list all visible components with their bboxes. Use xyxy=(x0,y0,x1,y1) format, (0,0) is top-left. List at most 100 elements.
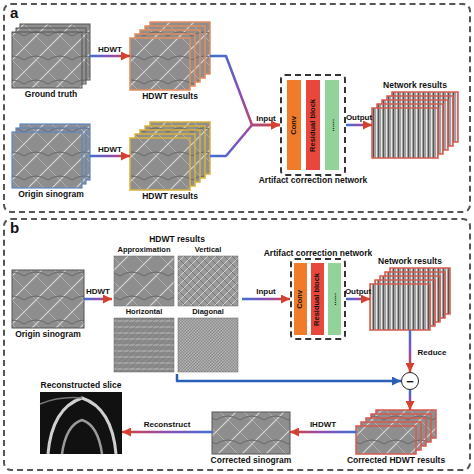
edge-label: Output xyxy=(346,113,372,122)
node-label: − xyxy=(406,375,414,388)
edge-label: HDWT xyxy=(98,145,122,154)
sinogram-card xyxy=(12,132,82,188)
sinogram-card xyxy=(12,32,82,88)
edge-label: HDWT xyxy=(98,45,122,54)
layer-bar: Residual block xyxy=(311,263,324,335)
edge-label: IHDWT xyxy=(310,420,336,429)
hdwt-stack xyxy=(130,122,210,190)
ground-truth-stack xyxy=(12,24,90,88)
network-results-stack xyxy=(370,268,450,330)
image-box: Reconstructed slice xyxy=(40,392,122,454)
node-label: Reconstructed slice xyxy=(41,381,122,390)
origin-sinogram-stack xyxy=(12,124,90,188)
flow-arrow xyxy=(84,298,112,301)
flow-arrow xyxy=(242,298,290,301)
image-stack: Corrected HDWT results xyxy=(356,410,436,454)
node-label: Horizontal xyxy=(126,308,163,316)
corrected-hdwt-stack xyxy=(356,410,436,454)
diagonal-image xyxy=(178,318,238,372)
subband-card xyxy=(130,38,190,90)
panel: aGround truthHDWT resultsOrigin sinogram… xyxy=(3,3,471,213)
panel: bOrigin sinogram HDWT resultsApproximatio… xyxy=(3,218,471,471)
image-box: Origin sinogram xyxy=(12,270,84,328)
edge-label: Reduce xyxy=(418,348,447,357)
panel-letter: b xyxy=(10,220,19,237)
subband-image: Diagonal xyxy=(178,318,238,372)
node-label: Origin sinogram xyxy=(15,330,81,339)
corrected-sinogram-image xyxy=(212,412,290,454)
node-label: Vertical xyxy=(195,246,222,254)
approximation-image xyxy=(114,256,174,306)
subband-image: Horizontal xyxy=(114,318,174,372)
node-label: Residual block xyxy=(313,273,321,326)
flow-arrow xyxy=(90,55,130,58)
layer-bar: Conv xyxy=(287,80,301,170)
node-label: HDWT results xyxy=(142,192,198,201)
flow-arrow xyxy=(210,56,280,125)
node-label: Artifact correction network xyxy=(264,249,373,258)
node-label: Approximation xyxy=(118,246,171,254)
subband-group: HDWT resultsApproximationVerticalHorizon… xyxy=(112,246,242,374)
slice-background xyxy=(40,392,122,454)
network-box: Artifact correction networkConvResidual … xyxy=(280,74,346,176)
node-label: Corrected HDWT results xyxy=(347,456,445,465)
image-stack: Ground truth xyxy=(12,24,90,88)
result-card xyxy=(370,284,430,330)
vertical-image xyxy=(178,256,238,306)
subband-card xyxy=(130,138,190,190)
subband-image: Vertical xyxy=(178,256,238,306)
image-stack: HDWT results xyxy=(130,22,210,90)
network-box: Artifact correction networkConvResidual … xyxy=(290,258,346,340)
flow-arrow xyxy=(409,330,412,372)
result-card xyxy=(372,108,438,158)
horizontal-image xyxy=(114,318,174,372)
node-label: Network results xyxy=(378,257,442,266)
flow-arrow xyxy=(346,298,370,301)
layer-bar: ...... xyxy=(328,263,341,335)
image-stack: Network results xyxy=(372,92,458,158)
image-stack: Origin sinogram xyxy=(12,124,90,188)
edge-label: Input xyxy=(256,287,276,296)
image-stack: Network results xyxy=(370,268,450,330)
node-label: Network results xyxy=(383,81,447,90)
node-label: Conv xyxy=(290,116,298,135)
node-label: Artifact correction network xyxy=(259,176,368,185)
flow-arrow xyxy=(90,155,130,158)
panel-letter: a xyxy=(10,5,18,22)
layer-bar: ...... xyxy=(325,80,339,170)
flow-arrow xyxy=(346,124,372,127)
node-label: Residual block xyxy=(309,99,317,152)
image-box: Corrected sinogram xyxy=(212,412,290,454)
flow-arrow xyxy=(210,125,280,156)
edge-label: Input xyxy=(256,114,276,123)
flow-arrow xyxy=(409,390,412,410)
node-label: Corrected sinogram xyxy=(211,456,292,465)
edge-label: Output xyxy=(345,287,371,296)
subband-card xyxy=(356,426,416,454)
reconstructed-slice-image xyxy=(40,392,122,454)
node-label: ...... xyxy=(330,293,338,306)
node-label: ...... xyxy=(328,119,336,132)
subtract-node: − xyxy=(401,372,419,390)
subband-grid xyxy=(114,256,238,372)
sinogram-image xyxy=(12,270,84,328)
arch-structure xyxy=(40,398,82,404)
node-label: HDWT results xyxy=(149,235,205,244)
layer-bar: Residual block xyxy=(306,80,320,170)
layer-bar: Conv xyxy=(294,263,307,335)
arch-structure xyxy=(48,398,116,454)
flow-arrow xyxy=(290,431,356,434)
edge-label: Reconstruct xyxy=(144,420,191,429)
flow-arrow xyxy=(177,374,401,381)
arch-structure xyxy=(62,420,102,454)
hdwt-stack xyxy=(130,22,210,90)
image-stack: HDWT results xyxy=(130,122,210,190)
edge-label: HDWT xyxy=(86,287,110,296)
node-label: Ground truth xyxy=(25,90,77,99)
network-results-stack xyxy=(372,92,458,158)
flow-arrow xyxy=(122,431,212,434)
